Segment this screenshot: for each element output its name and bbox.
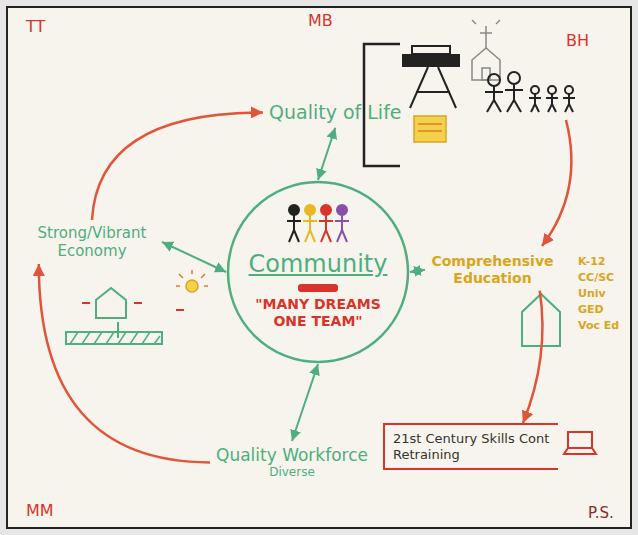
link-arrow	[162, 242, 226, 272]
laptop-drawing	[564, 432, 596, 454]
list-item: K-12	[578, 256, 605, 268]
author-initials: TT	[26, 18, 45, 36]
link-arrow	[292, 364, 318, 441]
node-title: Quality Workforce	[216, 445, 368, 465]
node-title: 21st Century Skills Cont Retraining	[393, 431, 550, 462]
node-title: Strong/Vibrant Economy	[28, 224, 156, 260]
flow-arrow	[92, 112, 263, 220]
node-title: Community	[249, 250, 388, 279]
concept-node: Strong/Vibrant Economy	[22, 220, 162, 264]
community-circle: Community "MANY DREAMS ONE TEAM"	[226, 180, 410, 364]
concept-node: Comprehensive Education	[425, 249, 560, 291]
link-arrow	[318, 128, 335, 180]
node-text: "MANY DREAMS ONE TEAM"	[248, 296, 388, 330]
scribble	[298, 284, 338, 292]
list-item: Univ	[578, 288, 606, 300]
list-item: CC/SC	[578, 272, 614, 284]
school-drawing	[402, 46, 460, 142]
author-initials: MM	[26, 502, 54, 520]
economy-drawing	[66, 270, 208, 344]
node-text: Diverse	[216, 465, 368, 479]
flow-arrow	[39, 264, 210, 462]
people-drawing	[485, 72, 575, 112]
concept-node: Quality WorkforceDiverse	[210, 441, 374, 484]
church-drawing	[472, 20, 500, 80]
flow-arrow	[523, 291, 542, 423]
list-item: Voc Ed	[578, 320, 619, 332]
author-initials: P.S.	[588, 505, 614, 522]
author-initials: BH	[566, 32, 589, 50]
flow-arrow	[542, 120, 571, 246]
node-title: Comprehensive Education	[431, 253, 554, 287]
author-initials: MB	[308, 12, 333, 30]
node-title: Quality of Life	[269, 101, 402, 124]
bracket-box: 21st Century Skills Cont Retraining	[383, 423, 558, 470]
link-arrow	[410, 270, 425, 272]
concept-node: Quality of Life	[263, 97, 408, 128]
list-item: GED	[578, 304, 604, 316]
